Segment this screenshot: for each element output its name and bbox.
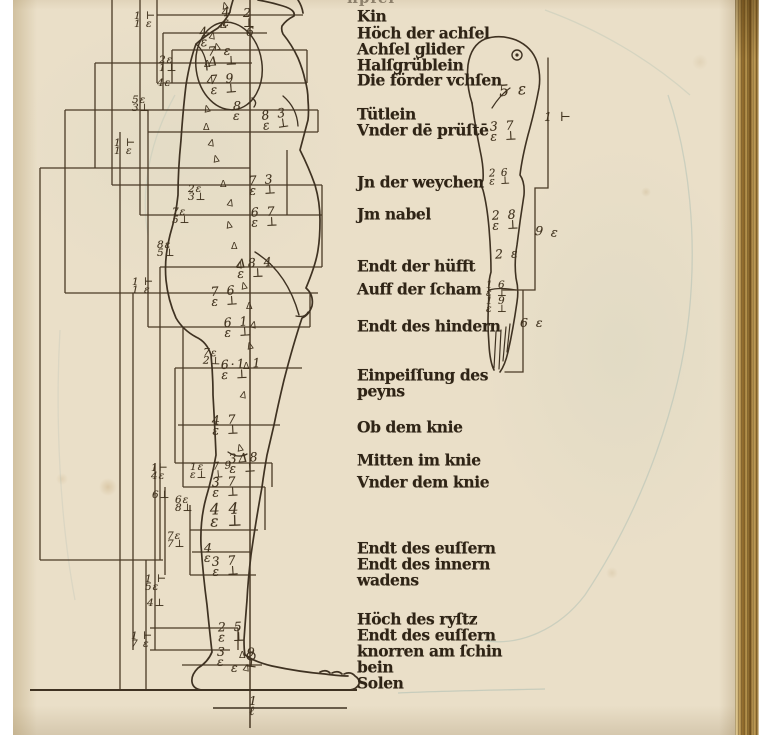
triangle-mark: Δ [220,0,230,13]
measurement-lines [40,14,322,666]
measurement-number: 6⊥ [152,489,171,501]
triangle-mark: Δ [239,280,249,293]
measurement-number: 1 ⊢ [544,109,573,124]
triangle-mark: Δ [235,442,245,455]
measurement-number: 4⊥ [147,597,166,609]
anatomy-label: Die förder vchſen [357,69,502,90]
triangle-mark: Δ [243,361,250,372]
anatomy-label: bein [357,656,394,677]
bracket-lines [39,0,323,728]
triangle-mark: Δ [204,59,211,70]
triangle-mark: Δ [203,122,210,133]
triangle-mark: Δ [211,153,221,166]
anatomy-label: wadens [357,569,419,590]
anatomy-label: Endt des innern [357,553,491,574]
triangle-mark: Δ [220,179,227,190]
anatomy-label: Halſgrüblein [357,54,464,75]
measurement-number: 1⊢4ε [151,462,169,483]
pencil-arcs [57,9,693,694]
triangle-mark: Δ [224,219,234,232]
measurement-number: 5 ε [498,79,529,101]
triangle-mark: Δ [245,340,255,353]
triangle-mark: Δ [202,103,212,116]
triangle-mark: Δ [220,20,227,31]
anatomy-label: Auff der ſcham [357,278,482,299]
book-fore-edge [735,0,759,735]
cut-off-label: npfel [347,0,417,7]
measurement-number: 1 ⊢1 ε [134,10,157,31]
anatomy-label: Endt des hindern [357,315,501,336]
anatomy-label: Endt der hüfft [357,255,476,276]
triangle-mark: Δ [246,301,253,312]
anatomy-label: Vnder dē prüſtē [357,119,489,140]
anatomy-label: Ob dem knie [357,416,463,437]
anatomy-label: Höch des ryſtz [357,608,478,629]
anatomy-label: Höch der achſel [357,22,490,43]
measurement-number: 4ε [157,77,172,89]
triangle-mark: Δ [239,650,246,661]
triangle-mark: Δ [212,41,222,54]
body-outline [164,0,361,691]
anatomy-label: Jm nabel [357,203,431,224]
measurement-number: 6 ε [520,315,545,330]
anatomy-label: Endt des euſſern [357,624,496,645]
anatomy-label: Solen [357,672,404,693]
measurement-number: 1 ⊢7 ε [131,630,154,651]
anatomy-label: Tütlein [357,103,416,124]
anatomy-label: Endt des euſſern [357,537,496,558]
anatomy-label: Kin [357,5,387,26]
anatomy-label: Achſel glider [357,38,464,59]
anatomy-label: Einpeiſſung des [357,364,489,385]
measurement-number: 1 ⊢1 ε [132,276,155,297]
measurement-number: ε [231,660,240,675]
measurement-number: 9 ε [534,222,561,241]
measurement-number: 6 [246,24,256,39]
anatomy-label: peyns [357,380,405,401]
arm-figure [466,35,549,373]
anatomy-label: Vnder dem knie [357,471,490,492]
anatomy-label: knorren am ſchin [357,640,503,661]
measurement-number: 1 ⊢5ε [145,573,168,594]
measurement-number: 2⊥ [243,5,257,30]
anatomy-label: Jn der weychen [357,171,484,192]
triangle-mark: Δ [231,241,238,252]
anatomy-label: Mitten im knie [357,449,481,470]
ground-line [30,689,357,709]
measurement-number: 2 ε [494,245,520,262]
measurement-number: 1 ⊢1 ε [114,137,137,158]
shoulder-mark-circle [511,49,523,61]
